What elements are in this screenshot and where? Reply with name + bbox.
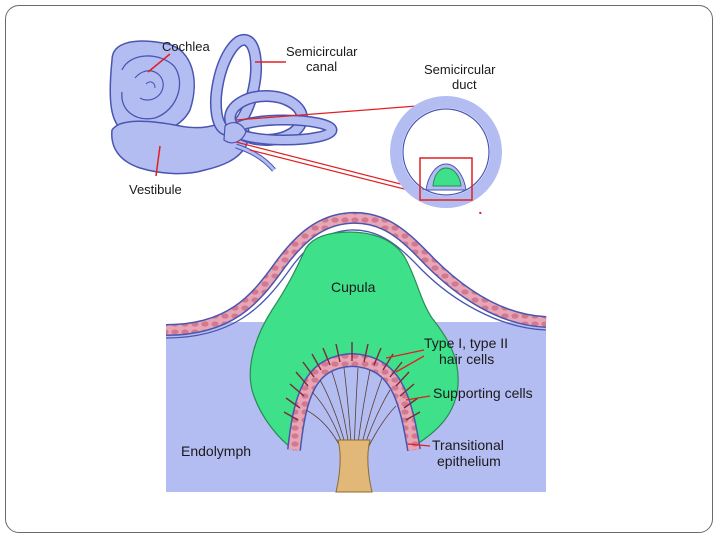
crista-ampullaris: [165, 211, 547, 493]
magnify-indicator-box: [419, 157, 473, 201]
hair-cell-bundles: [283, 342, 421, 421]
label-semicircular-duct-line2: duct: [452, 77, 477, 92]
inner-ear-labyrinth: [109, 33, 338, 177]
duct-connector-lines: [235, 104, 431, 195]
nerve-stalk: [335, 439, 373, 493]
semicircular-duct-cross-section: [390, 96, 502, 208]
label-vestibule: Vestibule: [129, 182, 182, 197]
label-supporting-cells: Supporting cells: [433, 385, 533, 401]
vestibule-shape: [111, 117, 250, 175]
label-transitional-line1: Transitional: [432, 437, 504, 453]
label-semicircular-canal-line1: Semicircular: [286, 44, 358, 59]
label-transitional-line2: epithelium: [437, 453, 501, 469]
label-hair-cells-line1: Type I, type II: [424, 335, 508, 351]
label-semicircular-duct-line1: Semicircular: [424, 62, 496, 77]
label-semicircular-canal-line2: canal: [306, 59, 337, 74]
cochlea-shape: [109, 40, 195, 136]
label-hair-cells-line2: hair cells: [439, 351, 494, 367]
label-pointers: [385, 349, 431, 447]
label-endolymph: Endolymph: [181, 443, 251, 459]
label-cochlea: Cochlea: [162, 39, 210, 54]
crista-ridge: [294, 360, 414, 492]
label-cupula: Cupula: [331, 279, 376, 295]
